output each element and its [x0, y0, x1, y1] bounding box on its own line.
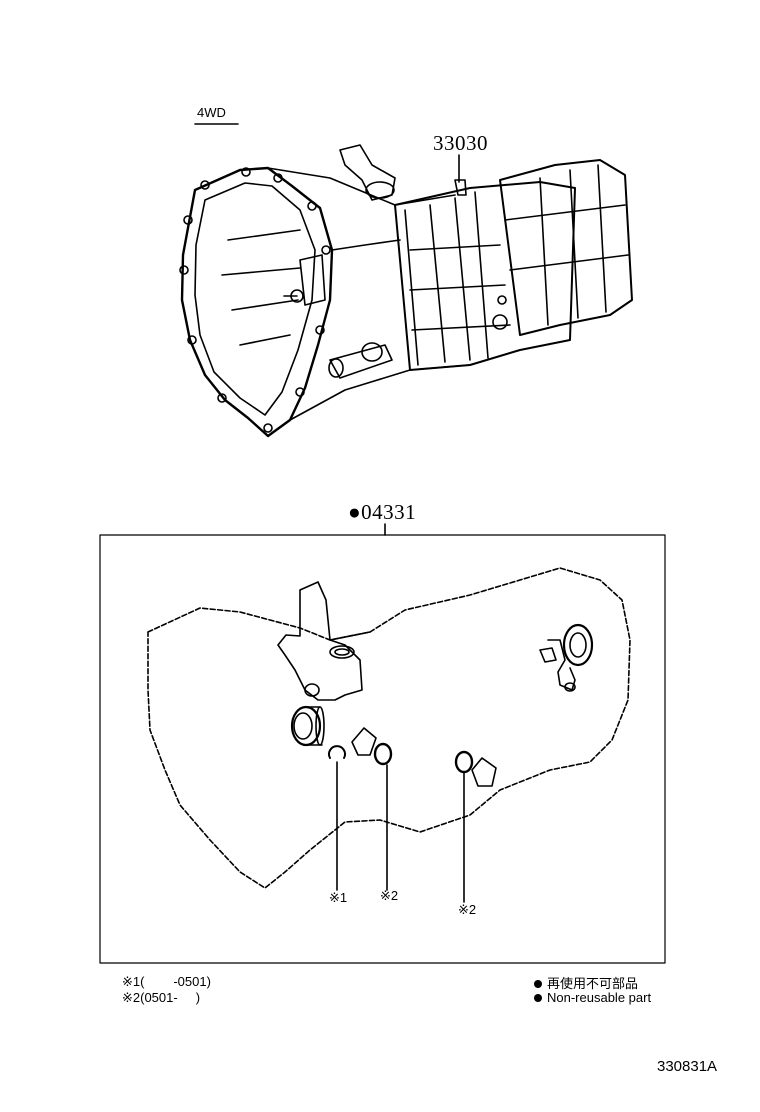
part-number-gasket-kit[interactable]: ●04331 — [348, 500, 417, 524]
gasket-outline-illustration — [147, 567, 631, 889]
part-number-transmission[interactable]: 33030 — [433, 131, 488, 155]
plug-2-illustration — [471, 757, 497, 787]
legend-en: Non-reusable part — [534, 990, 651, 1005]
shift-seal-illustration — [277, 581, 363, 701]
non-reusable-bullet-icon — [534, 993, 542, 1002]
o-ring-1-illustration — [373, 742, 393, 766]
footnote-1: ※1( -0501) — [122, 974, 211, 989]
callout-2b: ※2 — [458, 902, 477, 917]
diagram-id: 330831A — [657, 1058, 718, 1075]
oil-seal-left-illustration — [290, 705, 325, 747]
legend-jp-text: 再使用不可部品 — [547, 976, 639, 991]
transmission-assembly-illustration — [179, 144, 633, 438]
variant-label: 4WD — [197, 105, 226, 120]
legend-jp: 再使用不可部品 — [534, 973, 638, 992]
callout-1: ※1 — [329, 890, 348, 905]
footnote-2: ※2(0501- ) — [122, 990, 201, 1005]
snap-ring-illustration — [328, 745, 346, 759]
legend-en-text: Non-reusable part — [547, 990, 652, 1005]
o-ring-2-illustration — [454, 750, 474, 774]
callout-2a: ※2 — [380, 888, 399, 903]
oil-seal-rear-illustration — [539, 623, 594, 692]
kit-frame — [99, 534, 666, 964]
plug-1-illustration — [351, 727, 377, 756]
non-reusable-bullet-icon — [534, 979, 542, 988]
